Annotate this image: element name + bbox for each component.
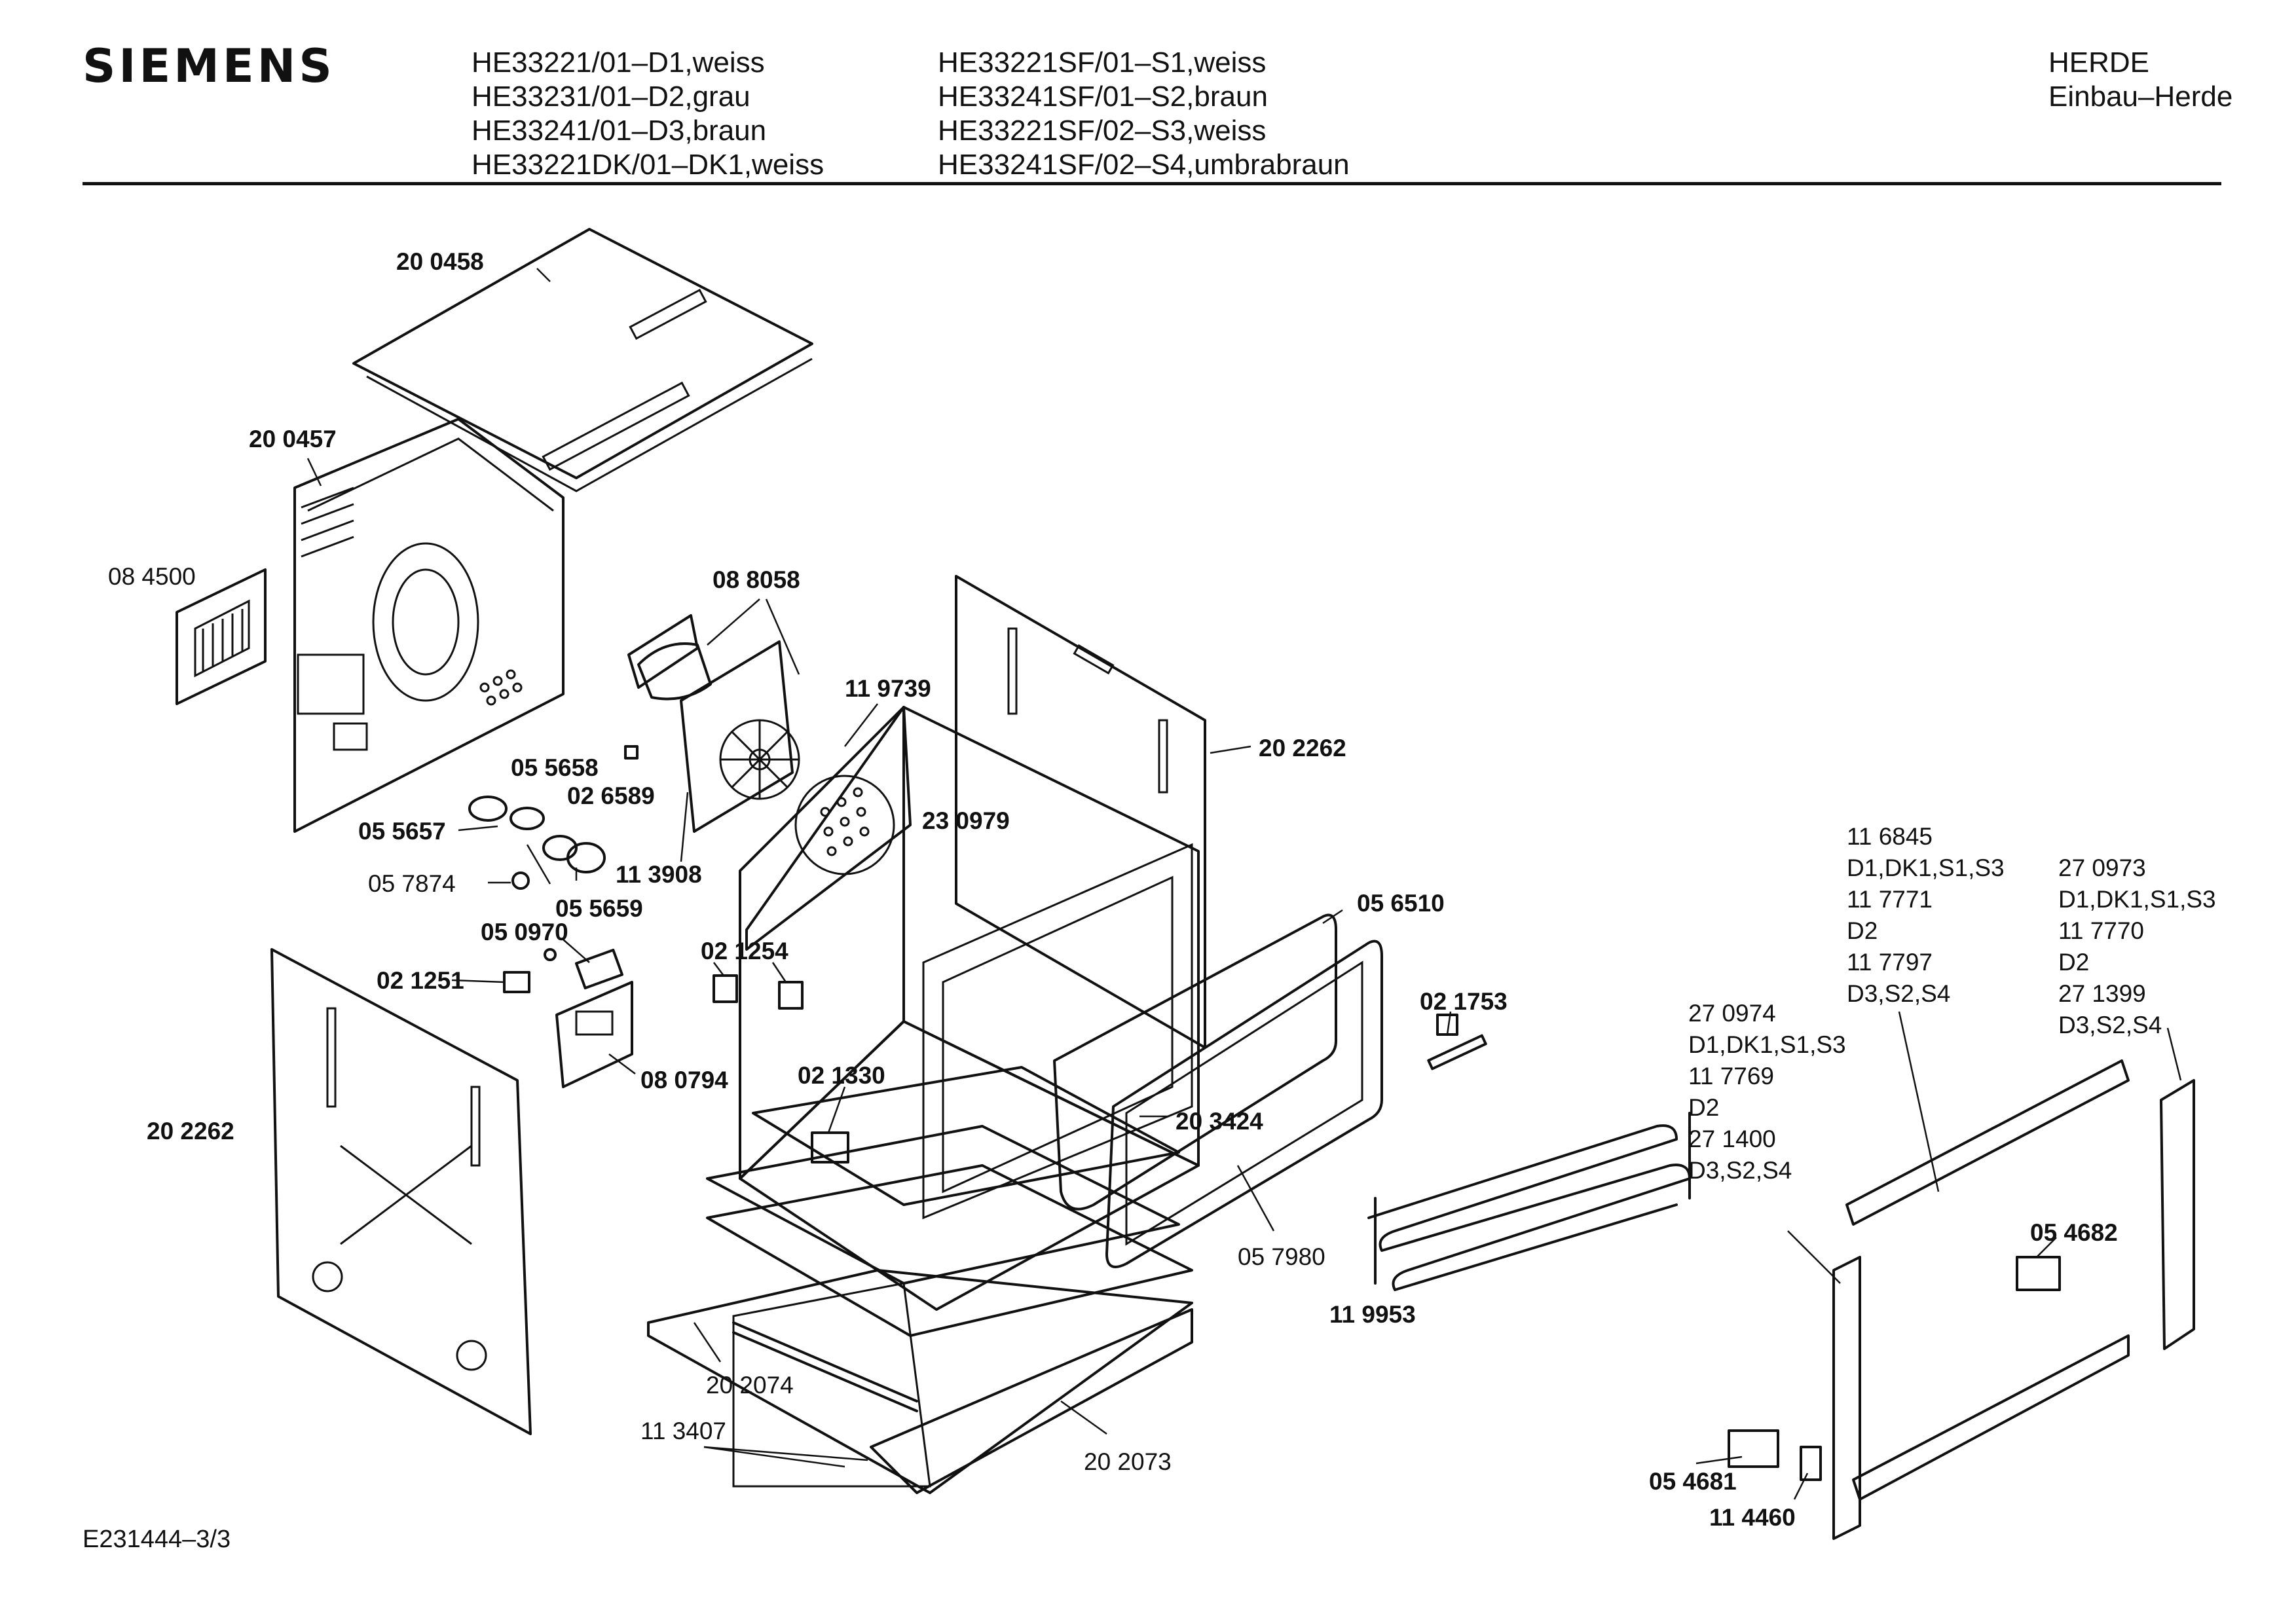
variant-line: 27 0974	[1688, 1000, 1776, 1027]
variant-line: 11 7771	[1847, 886, 1933, 913]
variant-line: D2	[1688, 1094, 1719, 1121]
variant-line: D2	[2058, 949, 2089, 976]
part-label: 05 5657	[358, 818, 446, 845]
part-label: 02 1330	[798, 1062, 885, 1089]
model-entry: HE33221SF/01–S1,weiss	[938, 46, 1267, 79]
model-entry: HE33241/01–D3,braun	[472, 115, 767, 147]
variant-line: D3,S2,S4	[1688, 1157, 1792, 1184]
category-subtitle: Einbau–Herde	[2048, 81, 2233, 113]
part-label: 05 6510	[1357, 890, 1445, 917]
leader-lines	[306, 268, 2182, 1500]
model-list-left: HE33221/01–D1,weiss HE33231/01–D2,grau H…	[472, 46, 824, 182]
part-label: 02 1254	[701, 938, 788, 964]
variant-line: 11 7769	[1688, 1063, 1774, 1090]
fan-motor	[627, 614, 800, 833]
part-label: 08 4500	[108, 563, 196, 590]
model-entry: HE33241SF/01–S2,braun	[938, 81, 1268, 113]
brand-logo: SIEMENS	[83, 39, 335, 93]
part-label: 05 4681	[1649, 1468, 1737, 1495]
part-label: 20 0458	[396, 248, 484, 275]
part-label: 20 2262	[1259, 735, 1346, 761]
part-label: 20 2073	[1084, 1448, 1172, 1475]
variant-line: 11 6845	[1847, 823, 1933, 850]
model-entry: HE33241SF/02–S4,umbrabraun	[938, 149, 1350, 181]
model-entry: HE33221/01–D1,weiss	[472, 46, 765, 79]
category-title: HERDE	[2048, 46, 2150, 79]
lamp-parts	[468, 745, 849, 1163]
door-frame	[1105, 940, 1383, 1268]
fan-cover	[745, 706, 912, 951]
part-label: 11 3908	[616, 861, 702, 888]
model-entry: HE33221DK/01–DK1,weiss	[472, 149, 824, 181]
part-label: 11 9739	[845, 675, 931, 702]
variant-line: 11 7797	[1847, 949, 1933, 976]
part-label: 05 7980	[1238, 1243, 1325, 1270]
variant-list-270974: 27 0974 D1,DK1,S1,S3 11 7769 D2 27 1400 …	[1688, 1000, 1846, 1184]
document-code: E231444–3/3	[83, 1526, 231, 1553]
variant-list-270973: 27 0973 D1,DK1,S1,S3 11 7770 D2 27 1399 …	[2058, 854, 2216, 1038]
bottom-plinth	[647, 1269, 1193, 1494]
model-list-right: HE33221SF/01–S1,weiss HE33241SF/01–S2,br…	[938, 46, 1350, 182]
variant-line: D3,S2,S4	[2058, 1012, 2162, 1038]
variant-line: D1,DK1,S1,S3	[2058, 886, 2216, 913]
part-label: 20 0457	[249, 426, 337, 452]
variant-line: D2	[1847, 917, 1878, 944]
model-entry: HE33231/01–D2,grau	[472, 81, 750, 113]
part-label: 08 0794	[640, 1067, 728, 1093]
part-label: 11 3407	[640, 1418, 726, 1444]
top-cover-plate	[352, 228, 813, 492]
part-label: 11 9953	[1329, 1301, 1416, 1328]
header-rule	[83, 182, 2221, 185]
part-label: 05 7874	[368, 870, 456, 897]
variant-list-116845: 11 6845 D1,DK1,S1,S3 11 7771 D2 11 7797 …	[1847, 823, 2005, 1007]
oven-cavity	[739, 706, 1200, 1311]
part-label: 05 0970	[481, 919, 568, 945]
part-label: 02 1251	[377, 967, 464, 994]
part-label: 02 1753	[1420, 988, 1508, 1015]
side-panel-left	[270, 948, 532, 1435]
door-frame-inner	[1125, 961, 1363, 1246]
part-label: 11 4460	[1709, 1504, 1796, 1531]
part-label: 02 6589	[567, 782, 655, 809]
part-label: 05 5658	[511, 754, 599, 781]
part-label: 20 2074	[706, 1372, 794, 1399]
heating-element	[1367, 1014, 1691, 1291]
variant-line: 11 7770	[2058, 917, 2144, 944]
rear-panel	[293, 418, 565, 833]
variant-line: 27 1400	[1688, 1126, 1776, 1152]
part-label: 23 0979	[922, 807, 1010, 834]
variant-line: D1,DK1,S1,S3	[1847, 854, 2005, 881]
part-label: 05 4682	[2030, 1219, 2118, 1246]
category-block: HERDE Einbau–Herde	[2048, 46, 2232, 114]
variant-line: D1,DK1,S1,S3	[1688, 1031, 1846, 1058]
floor-plates	[706, 1066, 1193, 1337]
vent-grille	[176, 568, 267, 705]
model-entry: HE33221SF/02–S3,weiss	[938, 115, 1267, 147]
variant-line: 27 1399	[2058, 980, 2146, 1007]
variant-line: 27 0973	[2058, 854, 2146, 881]
variant-line: D3,S2,S4	[1847, 980, 1950, 1007]
trim-strips	[1728, 1059, 2195, 1540]
part-label: 05 5659	[555, 895, 643, 922]
part-label: 20 2262	[147, 1118, 234, 1145]
part-label: 20 3424	[1176, 1108, 1263, 1135]
part-label: 08 8058	[713, 566, 800, 593]
